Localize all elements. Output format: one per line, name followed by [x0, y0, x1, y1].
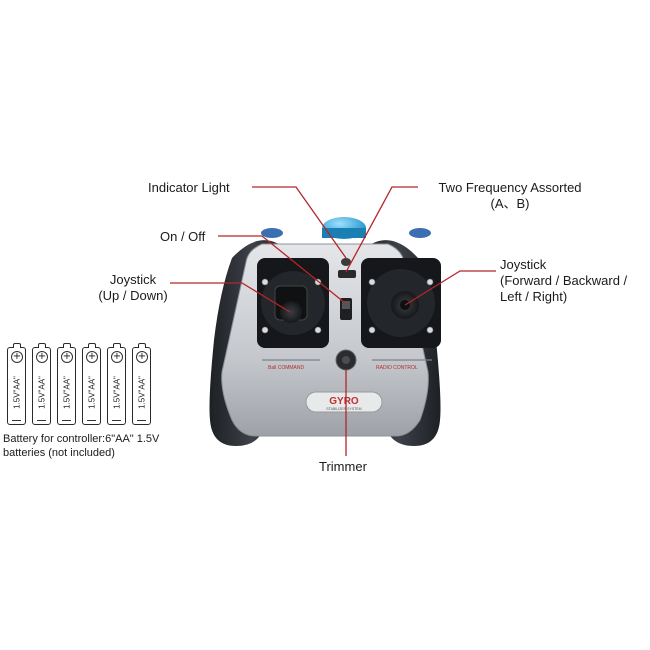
battery-icon: +1.5V"AA" — [7, 343, 26, 425]
battery-minus-icon — [112, 419, 121, 421]
battery-terminal — [113, 343, 121, 348]
battery-terminal — [138, 343, 146, 348]
label-indicator-light-text: Indicator Light — [148, 180, 230, 195]
battery-caption: Battery for controller:6"AA" 1.5V batter… — [3, 432, 159, 460]
battery-icon: +1.5V"AA" — [57, 343, 76, 425]
leader-on-off — [218, 235, 346, 304]
right-top-button — [409, 228, 431, 238]
battery-terminal — [63, 343, 71, 348]
leader-two-frequency — [345, 186, 418, 273]
battery-icon: +1.5V"AA" — [107, 343, 126, 425]
label-joystick-right-line2: (Forward / Backward / — [500, 273, 628, 288]
label-joystick-right-line1: Joystick — [500, 257, 547, 272]
battery-group: +1.5V"AA"+1.5V"AA"+1.5V"AA"+1.5V"AA"+1.5… — [7, 343, 157, 429]
battery-plus-icon: + — [36, 351, 48, 363]
left-top-button — [261, 228, 283, 238]
label-joystick-right-line3: Left / Right) — [500, 289, 568, 304]
label-trimmer: Trimmer — [319, 459, 367, 475]
battery-icon: +1.5V"AA" — [132, 343, 151, 425]
gyro-badge-subtext: STABILIZER SYSTEM — [326, 407, 361, 411]
label-two-frequency: Two Frequency Assorted (A、B) — [420, 180, 600, 212]
label-joystick-left-line2: (Up / Down) — [98, 288, 168, 303]
battery-plus-icon: + — [61, 351, 73, 363]
battery-minus-icon — [87, 419, 96, 421]
label-on-off: On / Off — [160, 229, 205, 245]
label-two-frequency-line2: (A、B) — [490, 196, 530, 211]
battery-plus-icon: + — [111, 351, 123, 363]
gyro-badge-text: GYRO — [329, 396, 359, 407]
battery-label: 1.5V"AA" — [37, 376, 47, 409]
battery-terminal — [13, 343, 21, 348]
label-joystick-right: Joystick (Forward / Backward / Left / Ri… — [500, 257, 627, 305]
gyro-badge — [305, 391, 383, 413]
battery-label: 1.5V"AA" — [87, 376, 97, 409]
battery-terminal — [38, 343, 46, 348]
battery-label: 1.5V"AA" — [112, 376, 122, 409]
label-joystick-left-line1: Joystick — [109, 272, 157, 287]
leader-lines — [170, 186, 496, 456]
label-on-off-text: On / Off — [160, 229, 206, 244]
left-panel-text: Ball COMMAND — [268, 365, 305, 371]
battery-caption-line2: batteries (not included) — [3, 447, 115, 459]
leader-indicator-light — [252, 186, 347, 259]
label-indicator-light: Indicator Light — [148, 180, 230, 196]
right-panel-text: RADIO CONTROL — [376, 365, 418, 371]
battery-caption-line1: Battery for controller:6"AA" 1.5V — [3, 433, 160, 445]
label-two-frequency-line1: Two Frequency Assorted — [438, 180, 582, 195]
battery-plus-icon: + — [86, 351, 98, 363]
battery-minus-icon — [62, 419, 71, 421]
battery-plus-icon: + — [136, 351, 148, 363]
battery-terminal — [88, 343, 96, 348]
battery-icon: +1.5V"AA" — [32, 343, 51, 425]
battery-icon: +1.5V"AA" — [82, 343, 101, 425]
battery-minus-icon — [137, 419, 146, 421]
label-joystick-left: Joystick (Up / Down) — [78, 272, 188, 304]
battery-minus-icon — [12, 419, 21, 421]
battery-label: 1.5V"AA" — [12, 376, 22, 409]
battery-plus-icon: + — [11, 351, 23, 363]
battery-label: 1.5V"AA" — [137, 376, 147, 409]
label-trimmer-text: Trimmer — [319, 459, 367, 474]
battery-minus-icon — [37, 419, 46, 421]
indicator-light — [341, 258, 351, 266]
frequency-switch — [338, 270, 356, 278]
battery-label: 1.5V"AA" — [62, 376, 72, 409]
leader-joystick-right — [404, 270, 496, 306]
left-joystick — [280, 301, 302, 323]
leader-joystick-left — [170, 282, 291, 313]
